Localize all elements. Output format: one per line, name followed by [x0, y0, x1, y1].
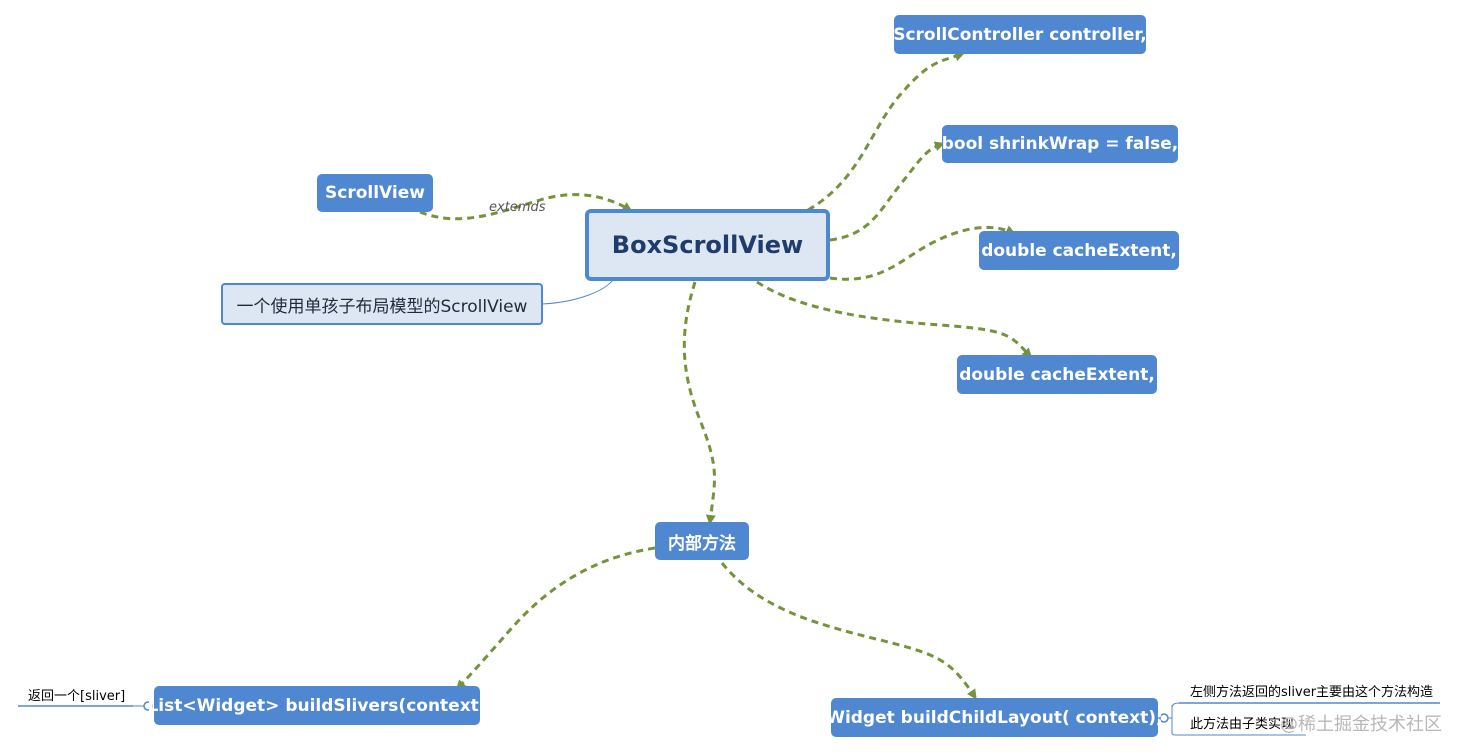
buildchildlayout-note-1: 左侧方法返回的sliver主要由这个方法构造 [1190, 685, 1434, 700]
param-node-cacheextent[interactable]: double cacheExtent, [979, 231, 1179, 270]
edge-internal-to-buildchildlayout [720, 562, 977, 700]
edge-root-to-cacheextent-2 [756, 280, 1033, 359]
param-node-controller[interactable]: ScrollController controller, [893, 15, 1147, 54]
edge-root-to-internal [682, 281, 716, 525]
buildchildlayout-node[interactable]: Widget buildChildLayout( context); [826, 698, 1163, 737]
buildslivers-note: 返回一个[sliver] [28, 689, 126, 704]
buildchildlayout-note-2: 此方法由子类实现 [1190, 717, 1295, 732]
edge-description-to-root [541, 279, 614, 305]
edge-root-to-controller [807, 51, 965, 212]
edge-root-to-cacheextent-1 [829, 225, 1016, 281]
edge-root-to-shrinkwrap [829, 141, 945, 242]
description-box: 一个使用单孩子布局模型的ScrollView [221, 283, 543, 325]
edge-scrollview-to-root [419, 193, 633, 221]
note-underlines [18, 701, 1440, 736]
internal-methods-node[interactable]: 内部方法 [655, 522, 749, 560]
edge-internal-to-buildslivers [455, 546, 656, 691]
watermark: @稀土掘金技术社区 [1280, 714, 1442, 735]
extends-edge-label: extemds [489, 200, 546, 215]
boxscrollview-root-node[interactable]: BoxScrollView [585, 209, 830, 281]
buildslivers-node[interactable]: List<Widget> buildSlivers(context) [147, 686, 487, 725]
scrollview-node[interactable]: ScrollView [317, 174, 433, 212]
param-node-cacheextent-2[interactable]: double cacheExtent, [957, 355, 1157, 394]
param-node-shrinkwrap[interactable]: bool shrinkWrap = false, [942, 125, 1178, 163]
